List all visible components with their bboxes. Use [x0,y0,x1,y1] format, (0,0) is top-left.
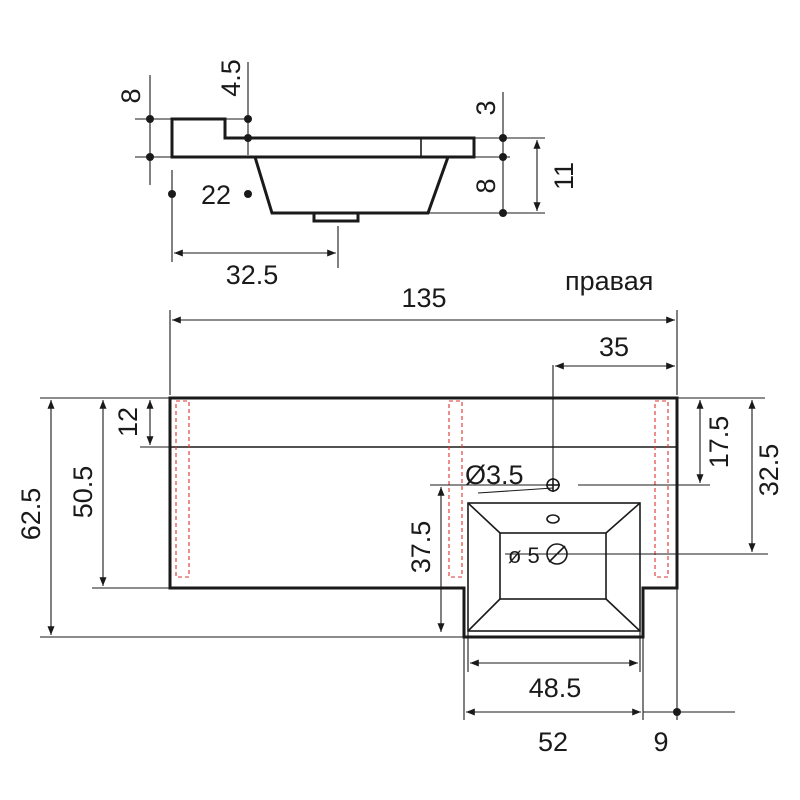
side-bowl [253,156,450,215]
dim-135-label: 135 [401,283,446,313]
dim-22-label: 22 [201,180,231,210]
dim-8-right-label: 8 [471,178,501,193]
basin-corner-bl [467,598,501,632]
basin-corner-br [605,598,641,632]
basin-corner-tr [605,502,641,534]
overflow-hole [546,514,560,524]
dim-22-dot1 [168,190,176,198]
basin-inner [499,532,607,600]
dim-8-top-dot2 [146,153,154,161]
dim-4-5-dot1 [244,115,252,123]
hidden-support-left [175,400,190,578]
dim-3-dot1 [499,134,507,142]
dim-35-label: 35 [599,332,629,362]
dim-37-5-label: 37.5 [406,521,436,574]
dim-52-label: 52 [538,727,568,757]
dim-9-label: 9 [653,727,668,757]
variant-label: правая [565,266,653,296]
faucet-leader [477,487,554,494]
dim-12-label: 12 [113,407,143,437]
dim-4-5-dot2 [244,134,252,142]
basin-corner-tl [467,502,501,534]
dim-8-top-dot1 [146,115,154,123]
dim-8-top-label: 8 [116,88,146,103]
dim-32-5-plan-label: 32.5 [754,444,784,497]
plan-outline [168,396,679,639]
dim-8-right-dot [499,209,507,217]
hidden-support-right [654,400,669,578]
dim-3-dot2 [499,153,507,161]
dim-50-5-label: 50.5 [68,466,98,519]
dim-32-5-side-label: 32.5 [226,260,279,290]
side-view: 8 4.5 22 32.5 3 8 11 [116,59,579,290]
side-drain [312,211,360,223]
basin-outer [467,502,641,632]
dim-11-label: 11 [549,162,579,190]
dim-17-5-label: 17.5 [704,416,734,469]
dim-9-dot [673,708,681,716]
dim-48-5-label: 48.5 [529,673,582,703]
drain-hole-label: ø 5 [508,543,540,568]
plan-view: ø 5 Ø3.5 135 35 12 50.5 62.5 [16,283,784,757]
dim-4-5-label: 4.5 [216,59,246,97]
dim-3-label: 3 [471,100,501,115]
dim-22-dot2 [244,190,252,198]
side-profile [170,117,476,159]
hidden-support-middle [448,400,463,578]
dim-62-5-label: 62.5 [16,488,46,541]
